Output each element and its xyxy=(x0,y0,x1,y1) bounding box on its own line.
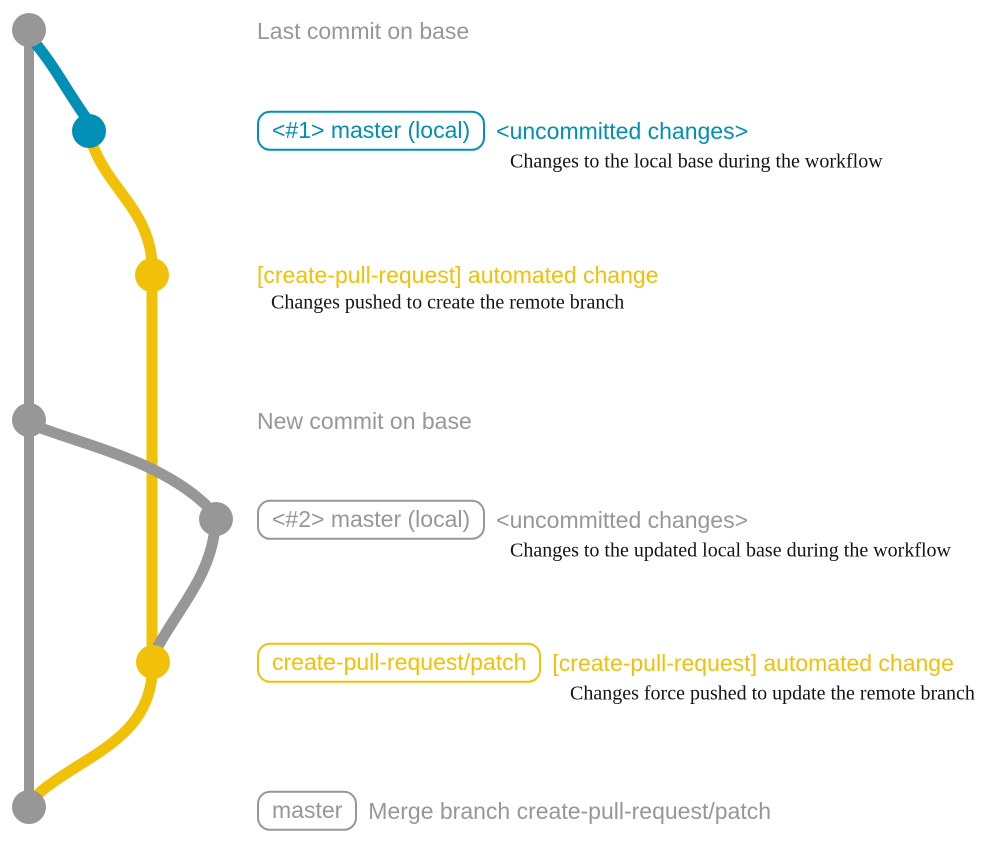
commit-row-local-master-2: <#2> master (local) <uncommitted changes… xyxy=(257,499,749,541)
annotation-changes-pushed: Changes pushed to create the remote bran… xyxy=(271,291,625,314)
commit-dot-local-master-2 xyxy=(199,502,233,536)
commit-message-uncommitted-2: <uncommitted changes> xyxy=(496,506,749,533)
commit-graph xyxy=(12,13,233,824)
annotation-local-base-changes: Changes to the local base during the wor… xyxy=(510,150,883,173)
updated-local-master-merge-curve xyxy=(150,529,220,656)
annotation-force-pushed: Changes force pushed to update the remot… xyxy=(570,682,975,705)
commit-message-automated-1: [create-pull-request] automated change xyxy=(257,261,659,288)
branch-label-master-local-1: <#1> master (local) xyxy=(257,110,486,152)
commit-row-automated-change-1: [create-pull-request] automated change xyxy=(257,262,658,288)
commit-row-last-base: Last commit on base xyxy=(257,18,469,44)
commit-row-automated-change-2: create-pull-request/patch [create-pull-r… xyxy=(257,642,954,684)
commit-message-last-base: Last commit on base xyxy=(257,17,470,44)
commit-dot-automated-change-1 xyxy=(135,258,169,292)
commit-dot-automated-change-2 xyxy=(136,645,170,679)
branch-label-master: master xyxy=(257,790,358,832)
commit-message-merge: Merge branch create-pull-request/patch xyxy=(368,797,772,824)
commit-message-uncommitted-1: <uncommitted changes> xyxy=(496,117,749,144)
patch-branch-out-curve xyxy=(87,140,158,268)
annotation-updated-local-base-changes: Changes to the updated local base during… xyxy=(510,539,951,562)
commit-dot-local-master-1 xyxy=(72,114,106,148)
commit-message-new-base: New commit on base xyxy=(257,407,472,434)
commit-row-local-master-1: <#1> master (local) <uncommitted changes… xyxy=(257,110,749,152)
commit-dot-new-base-commit xyxy=(12,403,46,437)
commit-dot-merge-commit xyxy=(12,790,46,824)
commit-dot-last-base-commit xyxy=(12,13,46,47)
patch-branch-merge-curve xyxy=(26,670,158,806)
commit-message-automated-2: [create-pull-request] automated change xyxy=(552,649,954,676)
local-master-branch-curve xyxy=(25,32,93,125)
branch-label-master-local-2: <#2> master (local) xyxy=(257,499,486,541)
branch-label-create-pull-request-patch: create-pull-request/patch xyxy=(257,642,542,684)
commit-row-new-base: New commit on base xyxy=(257,408,472,434)
updated-local-master-branch-curve xyxy=(29,420,212,511)
commit-row-merge: master Merge branch create-pull-request/… xyxy=(257,790,772,832)
